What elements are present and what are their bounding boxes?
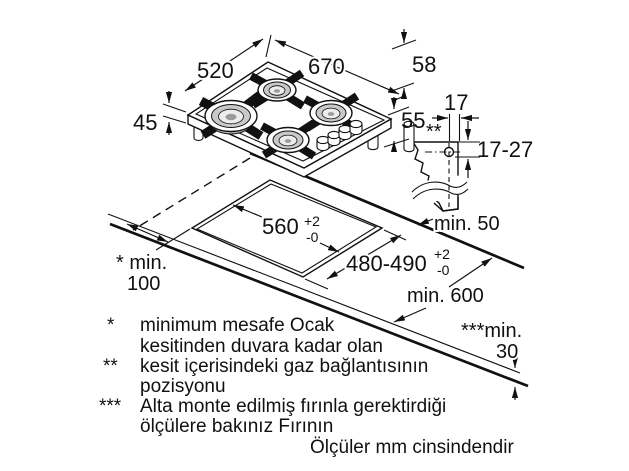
section-break-line-a bbox=[411, 181, 468, 193]
dim-560-plus: +2 bbox=[304, 213, 320, 229]
dim-670-label: 670 bbox=[308, 54, 345, 79]
footnote-3-marker: *** bbox=[99, 396, 122, 417]
footnote-3-line1: Alta monte edilmiş fırınla gerektirdiği bbox=[140, 396, 446, 417]
gas-connection-section bbox=[411, 114, 480, 212]
units-note: Ölçüler mm cinsindendir bbox=[310, 437, 514, 458]
dimension-labels: 520 670 58 45 55 17 ** 17-27 min. 50 560… bbox=[116, 52, 533, 365]
gas-conn-marker: ** bbox=[426, 121, 442, 143]
cutout-ext-bottom bbox=[304, 278, 329, 290]
dim-ext-top-corner bbox=[265, 34, 272, 58]
dim-520-label: 520 bbox=[197, 58, 234, 83]
dim-45-ext-bottom bbox=[162, 115, 187, 124]
footnote-2-marker: ** bbox=[103, 356, 118, 377]
footnote-1-line1: minimum mesafe Ocak bbox=[140, 315, 335, 336]
footnote-1-line2: kesitinden duvara kadar olan bbox=[140, 336, 383, 357]
dim-min50-arrow bbox=[417, 218, 434, 226]
dim-480-minus: -0 bbox=[437, 262, 450, 278]
dim-520-line bbox=[184, 38, 264, 92]
footnote-2-line2: pozisyonu bbox=[140, 376, 226, 397]
dim-560-label: 560 bbox=[262, 214, 299, 239]
dim-min30-label-2: 30 bbox=[496, 341, 518, 363]
footnote-2-line1: kesit içerisindeki gaz bağlantısının bbox=[140, 356, 428, 377]
dim-min30-label-1: ***min. bbox=[461, 320, 522, 342]
dim-55-ext-top bbox=[387, 106, 410, 116]
dim-560-arrow-b bbox=[319, 242, 340, 253]
dim-670-line bbox=[274, 39, 400, 95]
worktop-dimensions bbox=[126, 204, 519, 400]
dim-58-ext-bottom bbox=[388, 82, 415, 93]
dim-560-arrow-a bbox=[232, 204, 263, 218]
dim-58-label: 58 bbox=[412, 52, 436, 77]
dim-min100-line bbox=[126, 223, 169, 243]
control-knobs bbox=[316, 119, 363, 152]
cutout-inner-edge bbox=[195, 183, 378, 274]
hob-projection-dashed-line bbox=[132, 157, 251, 231]
hob-gas-pipe-top bbox=[403, 120, 415, 128]
dim-17-label: 17 bbox=[444, 90, 468, 115]
burner-left-wok bbox=[198, 91, 264, 140]
dim-min100-label-1: * min. bbox=[116, 252, 167, 274]
dim-58-ext-top bbox=[391, 39, 417, 50]
footnote-1-marker: * bbox=[107, 315, 115, 336]
hob-gas-pipe bbox=[403, 124, 415, 153]
footnotes: * minimum mesafe Ocak kesitinden duvara … bbox=[99, 313, 516, 460]
dim-min50-label: min. 50 bbox=[434, 213, 500, 235]
dim-min600-label: min. 600 bbox=[407, 285, 484, 307]
dim-ext-right-corner bbox=[392, 95, 405, 102]
dim-560-minus: -0 bbox=[306, 229, 319, 245]
dim-45-ext-top bbox=[162, 103, 187, 113]
worktop-front-edge-thin bbox=[107, 213, 521, 374]
hob-dimensions bbox=[162, 29, 417, 152]
footnote-3-line2: ölçülere bakınız Fırının bbox=[140, 416, 333, 437]
dim-1727-label: 17-27 bbox=[477, 137, 533, 162]
dim-min600-arrow-b bbox=[393, 307, 427, 323]
burner-front bbox=[260, 119, 317, 160]
worktop bbox=[107, 151, 529, 388]
cutout-outer-edge bbox=[190, 179, 384, 278]
dim-min600-arrow-a bbox=[448, 257, 493, 288]
dim-min100-label-2: 100 bbox=[127, 273, 160, 295]
section-break-mask bbox=[413, 175, 464, 205]
dim-480-label: 480-490 bbox=[346, 251, 427, 276]
dim-45-label: 45 bbox=[133, 110, 157, 135]
section-break-line-b bbox=[412, 188, 469, 200]
cutout-ext-left bbox=[155, 228, 191, 251]
dim-480-line bbox=[326, 234, 402, 280]
section-lower-stub bbox=[433, 194, 459, 212]
dim-480-plus: +2 bbox=[434, 246, 450, 262]
dim-55-label: 55 bbox=[401, 108, 425, 133]
worktop-front-edge-thick bbox=[109, 222, 529, 388]
